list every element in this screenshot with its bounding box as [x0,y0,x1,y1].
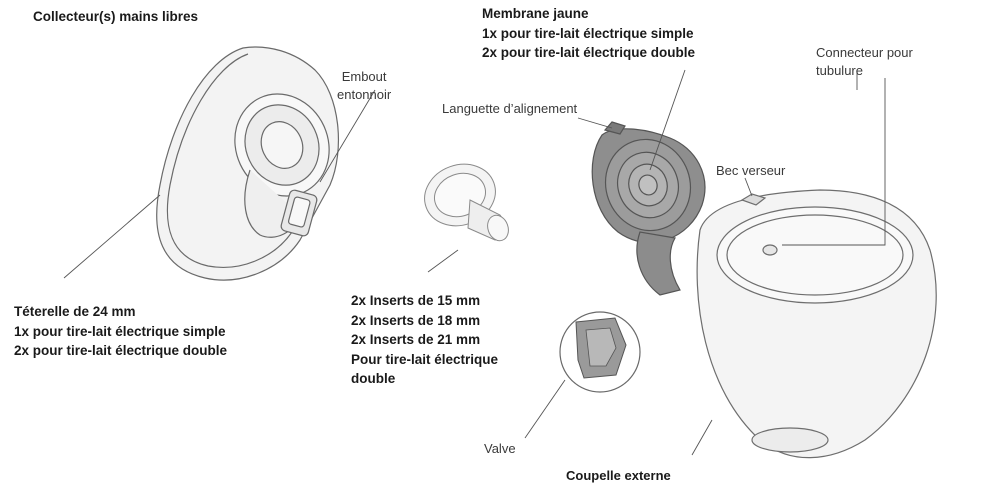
label-inserts-line-4: Pour tire-lait électrique [351,350,498,370]
label-embout-line-1: Embout [337,68,391,86]
label-inserts-line-1: 2x Inserts de 15 mm [351,291,498,311]
collector-shell [157,47,346,280]
label-inserts-line-2: 2x Inserts de 18 mm [351,311,498,331]
valve-magnifier [560,312,640,392]
label-embout-line-2: entonnoir [337,86,391,104]
label-connecteur-line-2: tubulure [816,62,913,80]
label-languette: Languette d’alignement [442,100,577,118]
membrane-part [592,122,705,295]
insert-part [416,154,512,243]
label-teterelle-line-3: 2x pour tire-lait électrique double [14,341,227,361]
label-teterelle: Téterelle de 24 mm 1x pour tire-lait éle… [14,302,227,361]
label-membrane-line-2: 1x pour tire-lait électrique simple [482,24,695,44]
label-coupelle: Coupelle externe [566,466,671,486]
label-membrane-line-1: Membrane jaune [482,4,695,24]
label-connecteur: Connecteur pour tubulure [816,44,913,80]
label-embout: Embout entonnoir [337,68,391,104]
label-membrane-line-3: 2x pour tire-lait électrique double [482,43,695,63]
label-connecteur-line-1: Connecteur pour [816,44,913,62]
label-inserts-line-5: double [351,369,498,389]
label-teterelle-line-1: Téterelle de 24 mm [14,302,227,322]
label-teterelle-line-2: 1x pour tire-lait électrique simple [14,322,227,342]
label-bec: Bec verseur [716,162,785,180]
label-inserts-line-3: 2x Inserts de 21 mm [351,330,498,350]
label-collecteur: Collecteur(s) mains libres [33,7,198,27]
outer-cup [697,190,936,458]
label-valve: Valve [484,440,516,458]
label-membrane: Membrane jaune 1x pour tire-lait électri… [482,4,695,63]
label-inserts: 2x Inserts de 15 mm 2x Inserts de 18 mm … [351,291,498,389]
